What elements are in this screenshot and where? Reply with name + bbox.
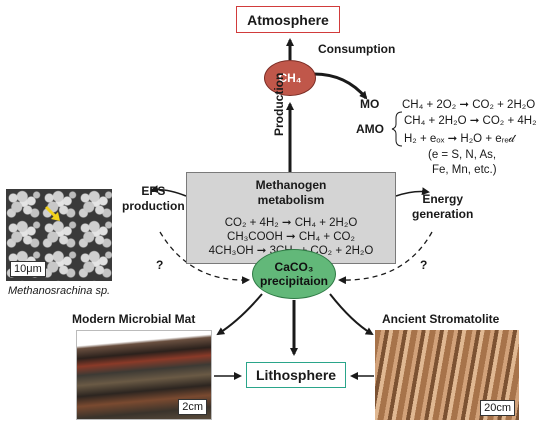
eps-line1: EPS [141, 184, 166, 198]
energy-to-caco3-dashed-arrow [338, 231, 433, 285]
question-mark-right: ? [420, 258, 428, 272]
stromatolite-scale-bar: 20cm [480, 400, 515, 416]
methanogen-to-eps-arrow [150, 185, 187, 197]
methanogen-equation-2: CH₃COOH ➞ CH₄ + CO₂ [227, 231, 355, 243]
caco3-to-stromatolite-arrow [329, 293, 374, 336]
methanogen-to-energy-arrow [395, 187, 430, 197]
production-label: Production [272, 72, 286, 136]
eps-to-caco3-dashed-arrow [159, 231, 250, 285]
micrograph-caption: Methanosrachina sp. [8, 285, 111, 297]
consumption-label: Consumption [318, 42, 396, 56]
micrograph-image: 10μm [6, 189, 112, 281]
energy-generation-label: Energy generation [412, 192, 473, 222]
methanogen-title-line2: metabolism [257, 193, 325, 207]
amo-equation-1: CH₄ + 2H₂O ➞ CO₂ + 4H₂ [404, 115, 537, 127]
energy-line1: Energy [422, 192, 464, 206]
microbial-mat-image: 2cm [76, 330, 212, 420]
mat-title: Modern Microbial Mat [72, 312, 196, 326]
methanogen-title-line1: Methanogen [255, 178, 327, 192]
amo-brace [391, 111, 403, 147]
methanogen-equation-1: CO₂ + 4H₂ ➞ CH₄ + 2H₂O [224, 217, 358, 229]
atmosphere-box: Atmosphere [236, 6, 340, 33]
amo-note-1: (e = S, N, As, [428, 149, 497, 161]
lithosphere-box: Lithosphere [246, 362, 346, 388]
caco3-node: CaCO₃ precipitaion [252, 249, 336, 299]
stromatolite-image: 20cm [375, 330, 519, 420]
eps-line2: production [122, 199, 185, 213]
amo-label: AMO [356, 122, 384, 136]
micrograph-scale-bar: 10μm [10, 261, 46, 277]
caco3-line1: CaCO₃ [274, 260, 314, 274]
consumption-arrow [313, 72, 368, 100]
energy-line2: generation [412, 207, 474, 221]
ch4-node: CH₄ [264, 60, 316, 96]
caco3-line2: precipitaion [259, 274, 328, 288]
mo-equation: CH₄ + 2O₂ ➞ CO₂ + 2H₂O [402, 99, 536, 111]
eps-production-label: EPS production [122, 184, 185, 214]
mo-label: MO [360, 97, 380, 111]
yellow-arrow-icon [44, 205, 60, 221]
caco3-to-mat-arrow [216, 293, 263, 336]
stromatolite-title: Ancient Stromatolite [382, 312, 500, 326]
amo-note-2: Fe, Mn, etc.) [432, 164, 497, 176]
question-mark-left: ? [156, 258, 164, 272]
mat-scale-bar: 2cm [178, 399, 207, 415]
amo-equation-2: H₂ + eₒₓ ➞ H₂O + eᵣₑ𝒹 [404, 133, 515, 145]
methanogen-title: Methanogen metabolism [187, 178, 395, 208]
